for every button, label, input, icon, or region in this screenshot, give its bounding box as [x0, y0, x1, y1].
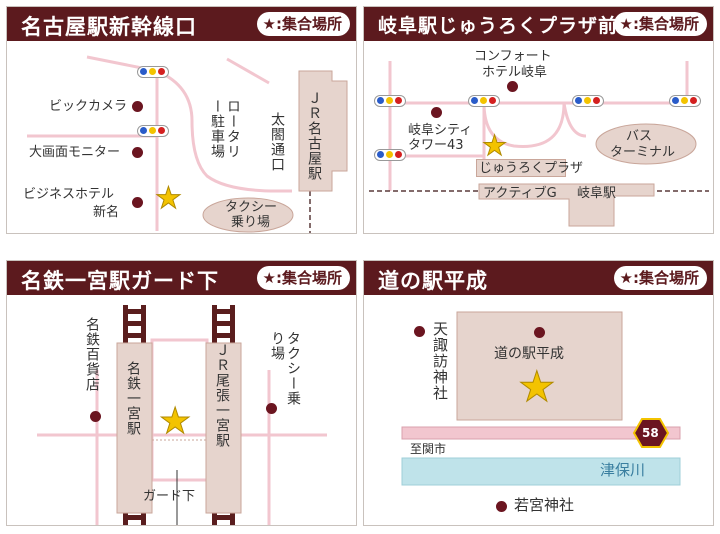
bic-camera-marker [132, 101, 143, 112]
meitetsu-store-label: 名鉄百貨店 [84, 317, 100, 392]
city-tower-label-line2: タワー43 [408, 138, 464, 153]
panel-header: 岐阜駅じゅうろくプラザ前 ★:集合場所 [364, 7, 713, 41]
road-direction-label: 至関市 [410, 442, 447, 456]
taxi-label-line2: 乗り場 [231, 215, 271, 230]
active-g-label: アクティブG [483, 186, 557, 201]
gifu-station-label: 岐阜駅 [577, 186, 617, 201]
meeting-point-star: ★ [155, 181, 183, 216]
meitetsu-station-label: 名鉄一宮駅 [125, 361, 141, 436]
comfort-hotel-marker [507, 81, 518, 92]
city-tower-label-line1: 岐阜シティ [408, 123, 473, 138]
wakamiya-label: 若宮神社 [514, 496, 575, 514]
taiko-label: 太閤通口 [269, 112, 285, 172]
city-tower-marker [431, 107, 442, 118]
meeting-point-badge: ★:集合場所 [256, 266, 350, 290]
shrine-label: 天諏訪神社 [431, 321, 449, 401]
panel-title: 岐阜駅じゅうろくプラザ前 [378, 15, 619, 37]
jr-nagoya-label: ＪＲ名古屋駅 [306, 91, 322, 181]
shrine-marker [414, 326, 425, 337]
michinoeki-marker [534, 327, 545, 338]
meeting-point-star: ★ [158, 401, 192, 442]
taxi-label: タクシー乗り場 [269, 331, 301, 406]
rotary-label: ロータリー駐車場 [209, 99, 241, 159]
panel-header: 名鉄一宮駅ガード下 ★:集合場所 [7, 261, 356, 295]
panel-title: 道の駅平成 [378, 269, 488, 293]
nagoya-map [27, 55, 348, 233]
traffic-signal [572, 95, 604, 107]
badge-label: ★:集合場所 [262, 15, 342, 33]
hotel-marker [132, 197, 143, 208]
hotel-label-line1: ビジネスホテル [23, 187, 115, 202]
panel-title: 名古屋駅新幹線口 [21, 15, 197, 39]
meeting-point-badge: ★:集合場所 [256, 12, 350, 36]
badge-label: ★:集合場所 [619, 269, 699, 287]
panel-nagoya: 名古屋駅新幹線口 ★:集合場所 ビックカメラ 大画面モニター ビジネスホテル 新… [6, 6, 357, 234]
comfort-hotel-label-line2: ホテル岐阜 [482, 65, 548, 80]
panel-header: 名古屋駅新幹線口 ★:集合場所 [7, 7, 356, 41]
panel-gifu: 岐阜駅じゅうろくプラザ前 ★:集合場所 コンフォート ホテル岐阜 岐阜シティ タ… [363, 6, 714, 234]
route-number: 58 [642, 426, 659, 440]
traffic-signal [374, 149, 406, 161]
juroku-plaza [476, 159, 566, 177]
traffic-signal [137, 66, 169, 78]
panel-ichinomiya: 名鉄一宮駅ガード下 ★:集合場所 名鉄百貨店 [6, 260, 357, 526]
michinoeki-map [401, 311, 681, 486]
traffic-signal [137, 125, 169, 137]
meeting-point-star: ★ [518, 362, 557, 411]
meeting-point-star: ★ [481, 129, 508, 162]
panel-header: 道の駅平成 ★:集合場所 [364, 261, 713, 295]
badge-label: ★:集合場所 [262, 269, 342, 287]
traffic-signal [468, 95, 500, 107]
meeting-point-badge: ★:集合場所 [613, 12, 707, 36]
ichinomiya-map [37, 305, 327, 525]
taxi-marker [266, 403, 277, 414]
meitetsu-store-marker [90, 411, 101, 422]
bus-terminal-label-line1: バス [626, 129, 653, 144]
badge-label: ★:集合場所 [619, 15, 699, 33]
bus-terminal-label-line2: ターミナル [610, 145, 676, 160]
comfort-hotel-label-line1: コンフォート [474, 49, 552, 64]
monitor-marker [132, 147, 143, 158]
panel-title: 名鉄一宮駅ガード下 [21, 269, 219, 293]
panel-michinoeki: 道の駅平成 ★:集合場所 天諏訪神社 道の駅平成 ★ 58 至関市 津保川 若宮… [363, 260, 714, 526]
traffic-signal [669, 95, 701, 107]
michinoeki-label: 道の駅平成 [494, 346, 564, 362]
monitor-label: 大画面モニター [29, 145, 121, 160]
river-label: 津保川 [600, 461, 646, 479]
taxi-label-line1: タクシー [225, 200, 278, 215]
wakamiya-marker [496, 501, 507, 512]
guard-label: ガード下 [143, 489, 196, 504]
hotel-label-line2: 新名 [93, 205, 120, 220]
meeting-point-badge: ★:集合場所 [613, 266, 707, 290]
juroku-plaza-label: じゅうろくプラザ [479, 161, 584, 176]
bic-camera-label: ビックカメラ [49, 99, 128, 114]
traffic-signal [374, 95, 406, 107]
gifu-map [369, 61, 709, 227]
jr-station-label: ＪＲ尾張一宮駅 [214, 343, 230, 448]
